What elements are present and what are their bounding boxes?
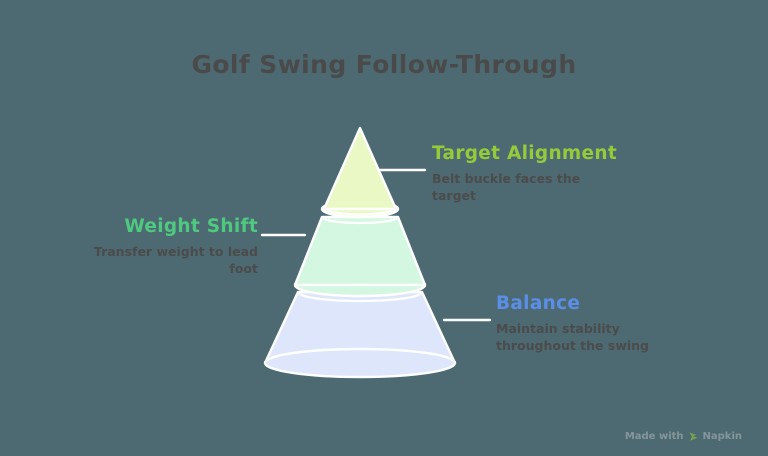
cone-tier-balance[interactable] xyxy=(263,290,457,379)
watermark-prefix: Made with xyxy=(624,431,684,442)
label-balance-heading: Balance xyxy=(496,293,581,314)
label-target-alignment-description: Belt buckle faces the target xyxy=(432,171,581,204)
cone-tier-balance-body xyxy=(263,290,457,365)
label-balance-description: Maintain stability throughout the swing xyxy=(496,321,650,354)
label-target-alignment[interactable]: Target Alignment Belt buckle faces the t… xyxy=(432,143,622,205)
cone-tier-balance-top-rim xyxy=(296,291,424,303)
watermark: Made with Napkin xyxy=(625,431,742,442)
page-title: Golf Swing Follow-Through xyxy=(191,50,577,79)
cone-tier-target-alignment-bottom-rim xyxy=(323,208,397,216)
cone-tier-target-alignment-collar xyxy=(320,199,400,219)
label-weight-shift-heading: Weight Shift xyxy=(124,216,258,237)
cone-tier-weight-shift-top-rim xyxy=(320,216,400,225)
napkin-logo-icon xyxy=(688,431,699,442)
label-weight-shift[interactable]: Weight Shift Transfer weight to lead foo… xyxy=(66,216,258,278)
watermark-brand: Napkin xyxy=(702,431,742,442)
label-balance[interactable]: Balance Maintain stability throughout th… xyxy=(496,293,696,355)
cone-tier-weight-shift[interactable] xyxy=(293,215,427,298)
cone-tier-weight-shift-bottom-rim xyxy=(293,284,427,298)
cone-tier-target-alignment[interactable] xyxy=(320,126,400,219)
cone-tier-balance-base-ellipse xyxy=(263,347,457,379)
cone-tier-target-alignment-body xyxy=(322,126,398,211)
cone-tier-weight-shift-collar xyxy=(293,272,427,298)
cone-tier-weight-shift-body xyxy=(293,215,427,287)
label-target-alignment-heading: Target Alignment xyxy=(432,143,617,164)
label-weight-shift-description: Transfer weight to lead foot xyxy=(93,244,258,277)
